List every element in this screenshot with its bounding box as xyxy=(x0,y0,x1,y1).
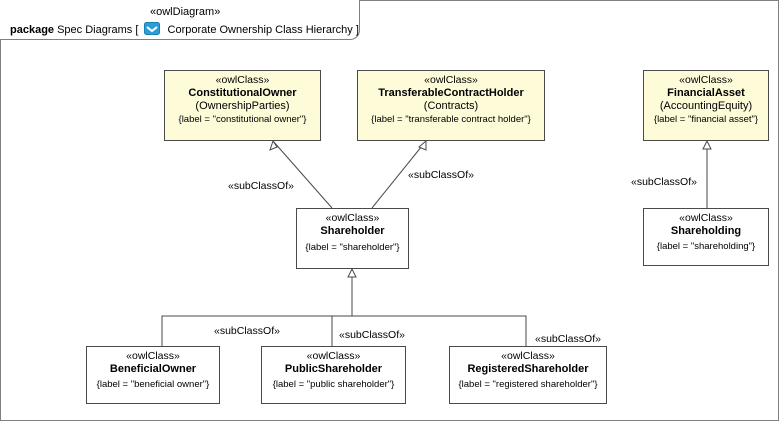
class-stereotype: «owlClass» xyxy=(501,350,555,362)
frame-stereotype: «owlDiagram» xyxy=(150,6,221,18)
diagram-frame-tab: «owlDiagram» package Spec Diagrams [ Cor… xyxy=(0,0,360,40)
frame-title: package Spec Diagrams [ Corporate Owners… xyxy=(10,22,359,36)
class-beneficial-owner[interactable]: «owlClass» BeneficialOwner {label = "ben… xyxy=(86,346,220,404)
class-name: PublicShareholder xyxy=(284,363,383,375)
class-namespace: (AccountingEquity) xyxy=(659,100,753,112)
frame-keyword: package xyxy=(10,24,55,36)
class-name: TransferableContractHolder xyxy=(378,87,524,99)
class-financial-asset[interactable]: «owlClass» FinancialAsset (AccountingEqu… xyxy=(643,70,769,141)
class-label: {label = "transferable contract holder"} xyxy=(371,114,531,125)
edge-shareholder-constitutional-owner xyxy=(272,140,333,209)
edge-label-subclassof: «subClassOf» xyxy=(228,180,294,192)
class-public-shareholder[interactable]: «owlClass» PublicShareholder {label = "p… xyxy=(261,346,406,404)
edge-shareholder-transferable-contract-holder xyxy=(371,140,427,209)
class-label: {label = "public shareholder"} xyxy=(272,379,395,390)
edge-label-subclassof: «subClassOf» xyxy=(631,176,697,188)
class-shareholder[interactable]: «owlClass» Shareholder {label = "shareho… xyxy=(296,208,409,269)
class-namespace: (Contracts) xyxy=(423,100,479,112)
class-transferable-contract-holder[interactable]: «owlClass» TransferableContractHolder (C… xyxy=(357,70,545,141)
edge-label-subclassof: «subClassOf» xyxy=(214,325,280,337)
class-stereotype: «owlClass» xyxy=(306,350,361,362)
class-constitutional-owner[interactable]: «owlClass» ConstitutionalOwner (Ownershi… xyxy=(164,70,321,141)
arrowhead-transferable-contract-holder xyxy=(418,139,427,151)
class-name: RegisteredShareholder xyxy=(467,363,589,375)
edge-label-subclassof: «subClassOf» xyxy=(408,169,474,181)
class-label: {label = "financial asset"} xyxy=(653,114,759,125)
class-label: {label = "shareholding"} xyxy=(656,241,756,252)
edge-label-subclassof: «subClassOf» xyxy=(535,333,601,345)
class-name: FinancialAsset xyxy=(667,87,745,99)
class-shareholding[interactable]: «owlClass» Shareholding {label = "shareh… xyxy=(643,208,769,266)
frame-diagram-name: Corporate Ownership Class Hierarchy xyxy=(167,24,353,36)
class-name: Shareholder xyxy=(320,225,385,237)
class-stereotype: «owlClass» xyxy=(679,212,733,224)
edge-label-subclassof: «subClassOf» xyxy=(339,329,405,341)
arrowhead-constitutional-owner xyxy=(269,139,278,151)
class-stereotype: «owlClass» xyxy=(424,74,478,86)
class-label: {label = "shareholder"} xyxy=(305,242,400,253)
class-name: ConstitutionalOwner xyxy=(188,87,297,99)
class-stereotype: «owlClass» xyxy=(215,74,270,86)
class-namespace: (OwnershipParties) xyxy=(195,100,290,112)
class-label: {label = "registered shareholder"} xyxy=(458,379,598,390)
class-stereotype: «owlClass» xyxy=(679,74,733,86)
frame-title-prefix: Spec Diagrams [ xyxy=(57,24,139,36)
edge-beneficial-owner xyxy=(161,315,527,346)
frame-title-suffix: ] xyxy=(355,24,359,36)
class-label: {label = "constitutional owner"} xyxy=(178,114,307,125)
arrowhead-financial-asset xyxy=(702,139,712,150)
class-name: Shareholding xyxy=(670,225,742,237)
diagram-icon xyxy=(144,22,161,35)
class-label: {label = "beneficial owner"} xyxy=(96,379,210,390)
class-name: BeneficialOwner xyxy=(109,363,197,375)
class-stereotype: «owlClass» xyxy=(126,350,180,362)
class-stereotype: «owlClass» xyxy=(325,212,380,224)
class-registered-shareholder[interactable]: «owlClass» RegisteredShareholder {label … xyxy=(449,346,607,404)
arrowhead-shareholder xyxy=(347,267,357,278)
